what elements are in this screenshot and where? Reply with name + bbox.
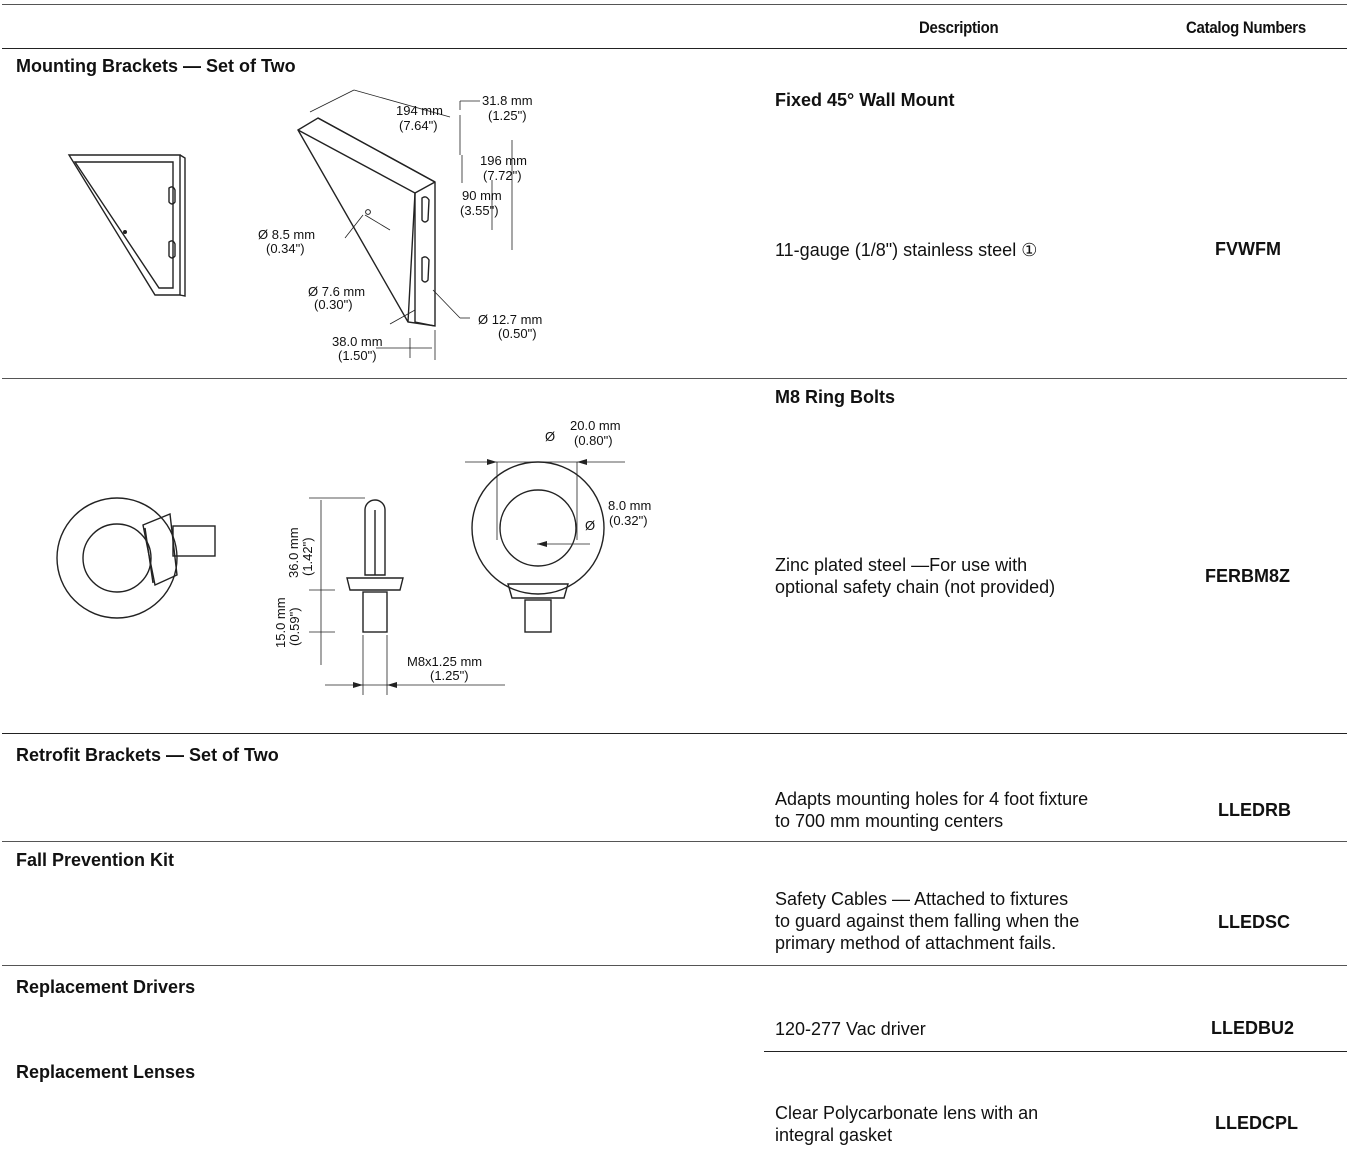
dim-90mm-in: (3.55") (460, 203, 499, 218)
dim-20mm: 20.0 mm (570, 418, 621, 433)
diameter-icon-small: Ø (585, 518, 595, 533)
dim-7-6mm-in: (0.30") (314, 297, 353, 312)
row-rule-3 (2, 841, 1347, 842)
dim-m8-in: (1.25") (430, 668, 469, 683)
section-title-fall-prevention: Fall Prevention Kit (16, 850, 175, 870)
header-rule (2, 48, 1347, 49)
dim-15mm: 15.0 mm (273, 597, 288, 648)
diameter-icon: Ø (545, 429, 555, 444)
description-ring-bolts-1: Zinc plated steel —For use with (775, 555, 1028, 575)
section-title-drivers: Replacement Drivers (16, 977, 196, 997)
dim-8-5mm: Ø 8.5 mm (258, 227, 315, 242)
section-title-lenses: Replacement Lenses (16, 1062, 196, 1082)
section-title-mounting-brackets: Mounting Brackets — Set of Two (16, 56, 296, 76)
catalog-ferbm8z: FERBM8Z (1205, 566, 1290, 586)
dim-8mm-in: (0.32") (609, 513, 648, 528)
dim-m8: M8x1.25 mm (407, 654, 482, 669)
catalog-lledsc: LLEDSC (1218, 912, 1290, 932)
dim-31-8mm: 31.8 mm (482, 93, 533, 108)
dim-90mm: 90 mm (462, 188, 502, 203)
section-title-retrofit: Retrofit Brackets — Set of Two (16, 745, 279, 765)
description-ring-bolts-2: optional safety chain (not provided) (775, 577, 1056, 597)
dim-12-7mm: Ø 12.7 mm (478, 312, 542, 327)
dim-7-6mm: Ø 7.6 mm (308, 284, 365, 299)
dim-15mm-in: (0.59") (287, 607, 302, 646)
header-catalog-numbers: Catalog Numbers (1186, 18, 1306, 37)
ring-bolt-dimension-drawing: Ø 20.0 mm (0.80") Ø 8.0 mm (0.32") 36.0 … (273, 418, 651, 695)
dim-8-5mm-in: (0.34") (266, 241, 305, 256)
dim-194mm: 194 mm (396, 103, 443, 118)
catalog-lledbu2: LLEDBU2 (1211, 1018, 1295, 1038)
dim-36mm: 36.0 mm (286, 527, 301, 578)
dim-12-7mm-in: (0.50") (498, 326, 537, 341)
bracket-dimension-drawing: 194 mm (7.64") 31.8 mm (1.25") 196 mm (7… (258, 89, 542, 363)
row-rule-4 (2, 965, 1347, 966)
dim-38mm: 38.0 mm (332, 334, 383, 349)
row-rule-5 (764, 1051, 1347, 1052)
catalog-lledrb: LLEDRB (1218, 800, 1291, 820)
header-description: Description (919, 18, 999, 37)
row-rule-2 (2, 733, 1347, 734)
top-rule (2, 4, 1347, 5)
description-fixed-wall-mount: 11-gauge (1/8") stainless steel ① (775, 240, 1038, 260)
dim-194mm-in: (7.64") (399, 118, 438, 133)
dim-36mm-in: (1.42") (300, 537, 315, 576)
dim-8mm: 8.0 mm (608, 498, 651, 513)
item-title-ring-bolts: M8 Ring Bolts (775, 387, 895, 407)
description-fall-2: to guard against them falling when the (775, 911, 1080, 931)
description-lenses-1: Clear Polycarbonate lens with an (775, 1103, 1039, 1123)
dim-31-8mm-in: (1.25") (488, 108, 527, 123)
ring-bolt-illustration (56, 497, 216, 619)
dim-196mm: 196 mm (480, 153, 527, 168)
catalog-fvwfm: FVWFM (1215, 239, 1281, 259)
row-rule-1 (2, 378, 1347, 379)
description-drivers: 120-277 Vac driver (775, 1019, 926, 1039)
description-fall-3: primary method of attachment fails. (775, 933, 1057, 953)
description-fall-1: Safety Cables — Attached to fixtures (775, 889, 1069, 909)
description-lenses-2: integral gasket (775, 1125, 893, 1145)
bracket-illustration (67, 154, 186, 297)
dim-38mm-in: (1.50") (338, 348, 377, 363)
dim-196mm-in: (7.72") (483, 168, 522, 183)
description-retrofit-1: Adapts mounting holes for 4 foot fixture (775, 789, 1089, 809)
dim-20mm-in: (0.80") (574, 433, 613, 448)
item-title-fixed-wall-mount: Fixed 45° Wall Mount (775, 90, 955, 110)
description-retrofit-2: to 700 mm mounting centers (775, 811, 1004, 831)
catalog-lledcpl: LLEDCPL (1215, 1113, 1298, 1133)
